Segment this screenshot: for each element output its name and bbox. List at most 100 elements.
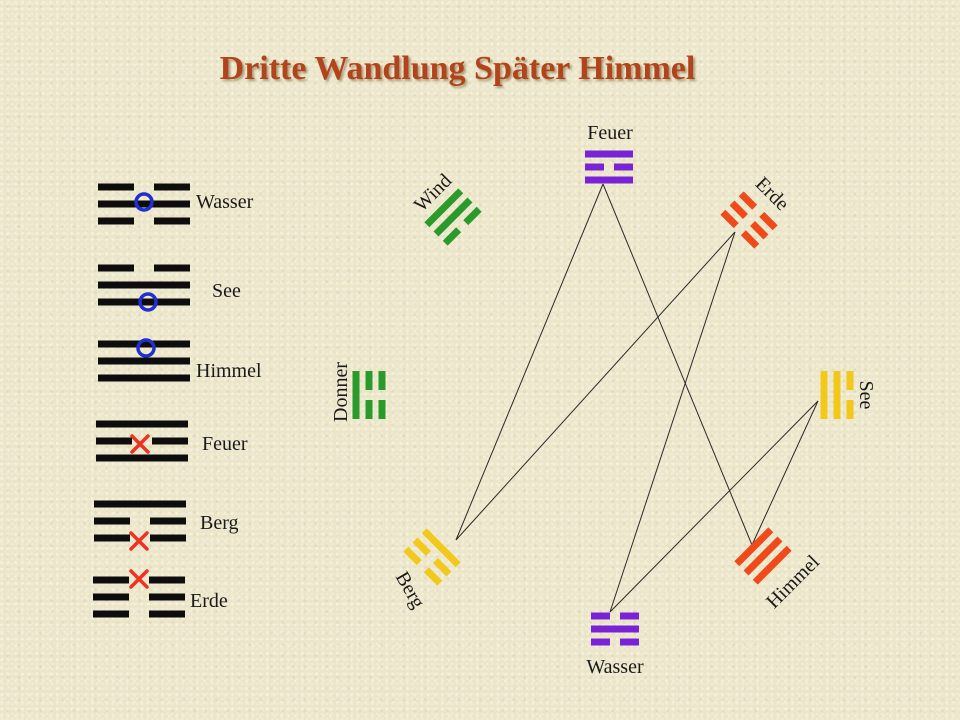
list-trigram-feuer-line-solid <box>96 420 188 428</box>
cross-stroke <box>129 569 149 589</box>
cross-stroke <box>129 531 149 551</box>
list-trigram-berg <box>94 500 186 542</box>
ring-trigram-feuer-line-solid <box>585 176 633 184</box>
list-trigram-wasser-line-broken-right <box>154 183 190 191</box>
trigram-ring <box>352 150 854 646</box>
list-trigram-wasser <box>98 183 190 225</box>
connection-line-feuer-berg <box>455 183 604 541</box>
list-trigram-feuer-line-broken-right <box>152 437 188 445</box>
ring-trigram-wasser-line-broken-right <box>620 612 639 620</box>
ring-trigram-see <box>820 371 854 419</box>
list-label-himmel: Himmel <box>196 360 262 382</box>
list-trigram-feuer-line-broken-left <box>96 437 132 445</box>
ring-trigram-berg-line-broken-left <box>412 537 431 556</box>
circle-marker-icon <box>136 338 156 358</box>
ring-trigram-donner <box>352 371 386 419</box>
connection-line-erde-wasser <box>609 231 736 613</box>
cross-stroke <box>130 434 150 454</box>
ring-trigram-berg-line-broken-left <box>403 546 422 566</box>
list-label-see: See <box>212 280 241 302</box>
list-trigram-feuer-line-solid <box>96 454 188 462</box>
ring-trigram-wind-line-broken-right <box>463 206 482 226</box>
ring-trigram-donner-line-broken-left <box>365 371 373 390</box>
page-title: Dritte Wandlung Später Himmel <box>219 50 696 87</box>
ring-trigram-wasser-line-broken-left <box>591 612 610 620</box>
list-trigram-see-line-broken-right <box>154 264 190 272</box>
ring-trigram-erde-line-broken-left <box>729 200 748 219</box>
ring-trigram-feuer-line-solid <box>585 150 633 158</box>
list-trigram-berg-line-broken-left <box>94 517 130 525</box>
connection-line-see-wasser <box>609 400 819 613</box>
ring-trigram-berg <box>403 528 461 586</box>
ring-trigram-himmel-line-solid <box>734 527 774 567</box>
ring-trigram-wind-line-solid <box>424 188 464 228</box>
list-trigram-see-line-solid <box>98 298 190 306</box>
circle-marker-icon <box>134 192 154 212</box>
ring-trigram-wind <box>424 188 482 246</box>
ring-trigram-wasser-line-solid <box>591 625 639 633</box>
ring-trigram-berg-line-broken-right <box>433 558 452 577</box>
ring-trigram-feuer <box>585 150 633 184</box>
cross-marker-icon <box>130 434 150 454</box>
list-trigram-berg-line-broken-left <box>94 534 130 542</box>
ring-trigram-berg-line-solid <box>421 528 461 568</box>
list-trigram-see <box>98 264 190 306</box>
list-label-feuer: Feuer <box>202 433 248 455</box>
ring-trigram-see-line-broken-right <box>846 400 854 419</box>
list-trigram-erde-line-broken-left <box>93 610 129 618</box>
list-trigram-see-line-solid <box>98 281 190 289</box>
list-trigram-himmel-line-solid <box>98 340 190 348</box>
ring-trigram-berg-line-broken-right <box>423 567 443 586</box>
ring-trigram-feuer-line-broken-left <box>585 163 604 171</box>
cross-marker-icon <box>129 531 149 551</box>
ring-trigram-see-line-solid <box>820 371 828 419</box>
ring-trigram-donner-line-solid <box>352 371 360 419</box>
ring-trigram-see-line-broken-left <box>846 371 854 390</box>
ring-trigram-wasser-line-broken-left <box>591 638 610 646</box>
ring-label-feuer: Feuer <box>587 122 633 144</box>
ring-trigram-himmel <box>734 527 792 585</box>
list-trigram-feuer <box>96 420 188 462</box>
list-trigram-erde-line-broken-left <box>93 593 129 601</box>
list-label-erde: Erde <box>190 590 228 612</box>
list-trigram-himmel <box>98 340 190 382</box>
list-trigram-wasser-line-broken-right <box>154 217 190 225</box>
trigram-list <box>93 183 190 618</box>
ring-label-donner: Donner <box>330 362 352 422</box>
ring-trigram-donner-line-broken-right <box>378 400 386 419</box>
ring-trigram-wasser-line-broken-right <box>620 638 639 646</box>
connection-line-see-himmel <box>751 400 819 546</box>
ring-trigram-wind-line-broken-left <box>442 227 462 246</box>
ring-trigram-erde-line-broken-right <box>750 221 769 240</box>
ring-trigram-donner-line-broken-left <box>378 371 386 390</box>
list-trigram-erde-line-broken-right <box>149 610 185 618</box>
ring-label-wasser: Wasser <box>586 656 644 678</box>
list-trigram-erde <box>93 576 185 618</box>
ring-trigram-erde-line-broken-right <box>740 230 760 249</box>
list-trigram-wasser-line-solid <box>98 200 190 208</box>
connection-line-feuer-himmel <box>602 183 753 546</box>
ring-trigram-erde-line-broken-left <box>720 209 739 229</box>
list-trigram-wasser-line-broken-left <box>98 217 134 225</box>
list-trigram-erde-line-broken-right <box>149 593 185 601</box>
list-trigram-erde-line-broken-left <box>93 576 129 584</box>
connection-lines <box>455 183 819 613</box>
list-label-wasser: Wasser <box>196 191 254 213</box>
ring-trigram-himmel-line-solid <box>743 536 783 576</box>
list-trigram-himmel-line-solid <box>98 357 190 365</box>
list-trigram-see-line-broken-left <box>98 264 134 272</box>
ring-trigram-himmel-line-solid <box>752 545 792 585</box>
ring-label-see: See <box>855 380 877 410</box>
list-trigram-wasser-line-broken-left <box>98 183 134 191</box>
list-trigram-himmel-line-solid <box>98 374 190 382</box>
list-trigram-berg-line-broken-right <box>150 534 186 542</box>
ring-trigram-feuer-line-broken-right <box>614 163 633 171</box>
ring-trigram-see-line-solid <box>833 371 841 419</box>
ring-trigram-wasser <box>591 612 639 646</box>
ring-trigram-erde-line-broken-left <box>738 191 758 210</box>
list-trigram-berg-line-broken-right <box>150 517 186 525</box>
ring-trigram-wind-line-solid <box>433 197 473 237</box>
cross-marker-icon <box>129 569 149 589</box>
ring-trigram-erde <box>720 191 778 249</box>
